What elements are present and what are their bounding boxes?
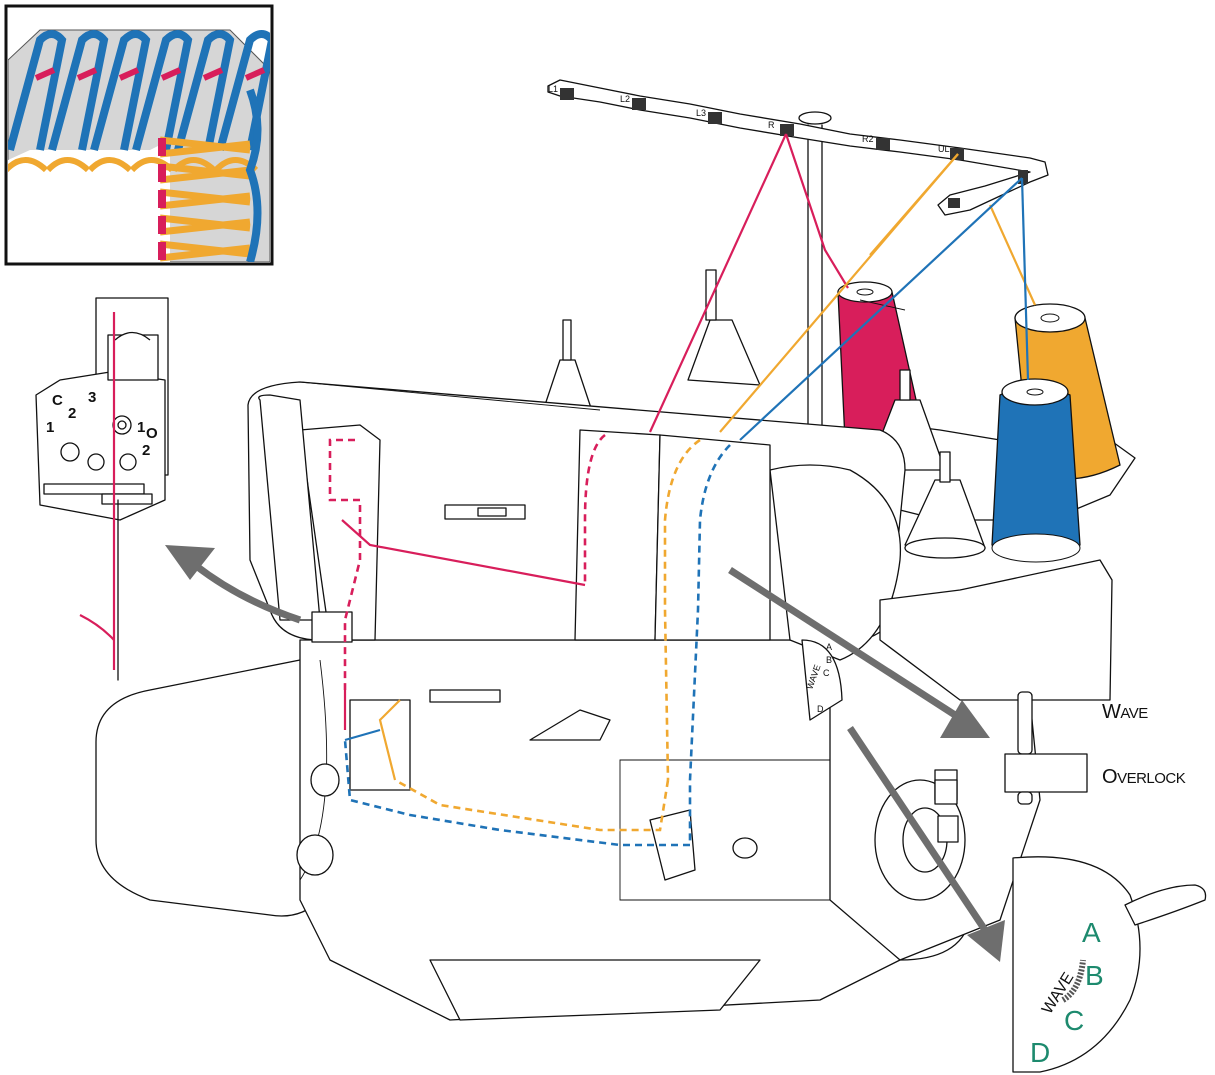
machine-dial-letter-a: A (826, 642, 832, 652)
wave-dial-letter-a: A (1082, 917, 1101, 948)
thread-guide-tag: L3 (696, 108, 706, 118)
stitch-side-loop (159, 188, 251, 210)
stitch-loop (216, 30, 270, 152)
stitch-underloop (45, 157, 91, 173)
wave-dial-letter-d: D (1030, 1037, 1050, 1068)
stitch-side-needle-mark (158, 242, 166, 260)
needle-plate-mark-o: O (146, 425, 158, 442)
needle-thread-path (328, 133, 849, 730)
lower-looper-cone (991, 378, 1081, 563)
stitch-edge (245, 88, 262, 262)
stitch-needle-mark (118, 67, 140, 81)
needle-plate-mark-2-right: 2 (142, 442, 150, 459)
needle-plate-mark-1-left: 1 (46, 419, 54, 436)
stitch-underloop (87, 157, 133, 173)
needle-plate-detail: C 2 3 1 1 O 2 (35, 297, 169, 681)
wave-label: WAVE (1102, 701, 1148, 723)
thread-guide-tag: L1 (548, 84, 558, 94)
thread-guide-tag: L2 (620, 94, 630, 104)
stitch-needle-mark (160, 67, 182, 81)
stitch-needle-mark (244, 67, 266, 81)
stitch-loop (90, 30, 151, 152)
wave-overlock-switch-detail: WAVE OVERLOCK (1004, 691, 1186, 805)
machine-dial-letter-d: D (817, 704, 824, 714)
stitch-side-needle-mark (158, 216, 166, 234)
stitch-underloop (8, 157, 49, 173)
thread-paths (328, 133, 1037, 847)
thread-cones (539, 269, 1136, 563)
stitch-side-loop (159, 240, 251, 262)
stitch-loop (8, 30, 67, 152)
upper-looper-path (378, 153, 1037, 832)
stitch-needle-mark (202, 67, 224, 81)
stitch-side-needle-mark (158, 190, 166, 208)
overlock-label: OVERLOCK (1102, 766, 1186, 788)
stitch-side-needle-mark (158, 164, 166, 182)
needle-plate-mark-1-right: 1 (137, 419, 145, 436)
arrow-head-needle-plate (165, 545, 215, 580)
needle-plate-mark-3: 3 (88, 389, 96, 406)
arrow-head-wave-dial (967, 920, 1005, 962)
stitch-side-loop (159, 162, 251, 184)
wave-dial-letter-b: B (1085, 960, 1104, 991)
thread-guide-tag: R (768, 120, 775, 130)
stitch-inset (4, 4, 274, 266)
stitch-loop (174, 30, 235, 152)
machine-dial-letter-c: C (823, 668, 830, 678)
stitch-side-loop (159, 136, 251, 158)
stitch-needle-mark (76, 67, 98, 81)
thread-guide-tag: UL (938, 144, 950, 154)
machine-dial-letter-b: B (826, 655, 832, 665)
wave-dial-letter-c: C (1064, 1005, 1084, 1036)
needle-plate-mark-2-left: 2 (68, 405, 76, 422)
lower-looper-path (343, 177, 1030, 847)
machine-wave-dial: A B C D WAVE (801, 639, 843, 721)
wave-dial-detail: A B C D WAVE (1012, 856, 1207, 1073)
needle-plate-mark-c: C (52, 392, 63, 409)
arrow-head-wave-switch (940, 700, 990, 738)
stitch-side-loop (159, 214, 251, 236)
stitch-loop (48, 30, 109, 152)
callout-arrows (165, 545, 1005, 962)
stitch-needle-mark (34, 67, 56, 81)
stitch-loop (132, 30, 193, 152)
thread-guide-tag: R2 (862, 134, 874, 144)
stitch-side-needle-mark (158, 138, 166, 156)
